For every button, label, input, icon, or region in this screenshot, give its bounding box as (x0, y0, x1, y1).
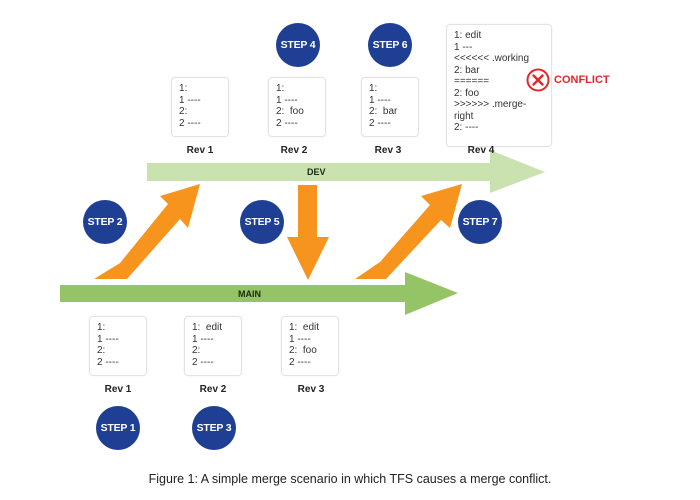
card-line: 1: (369, 83, 378, 94)
dev-rev3-label: Rev 3 (374, 145, 402, 156)
step-3-badge: STEP 3 (192, 406, 236, 450)
main-rev2-card: 1: edit 1 ---- 2: 2 ---- (184, 316, 242, 376)
card-line: 2: foo (276, 106, 304, 117)
card-line: 1: (276, 83, 285, 94)
dev-rev1-card: 1: 1 ---- 2: 2 ---- (171, 77, 229, 137)
card-line: 1 ---- (289, 333, 311, 345)
x-circle-icon (526, 68, 550, 92)
step-6-badge: STEP 6 (368, 23, 412, 67)
card-line: 2 ---- (276, 117, 298, 129)
card-line: 2: (179, 106, 188, 117)
card-line: 1: edit (289, 322, 320, 333)
card-line: 1 ---- (276, 94, 298, 106)
card-line: 2 ---- (179, 117, 201, 129)
card-line: <<<<<< .working (454, 53, 530, 64)
dev-rev2-card: 1: 1 ---- 2: foo 2 ---- (268, 77, 326, 137)
step-4-badge: STEP 4 (276, 23, 320, 67)
card-line: 1 ---- (179, 94, 201, 106)
dev-branch-arrow (147, 150, 545, 193)
card-line: 1: edit (192, 322, 223, 333)
main-rev2-label: Rev 2 (199, 384, 227, 395)
dev-rev4-label: Rev 4 (467, 145, 495, 156)
step-1-badge: STEP 1 (96, 406, 140, 450)
card-line: >>>>>> .merge- (454, 99, 527, 110)
step-7-badge: STEP 7 (458, 200, 502, 244)
card-line: 1 ---- (369, 94, 391, 106)
dev-rev3-card: 1: 1 ---- 2: bar 2 ---- (361, 77, 419, 137)
card-line: 2: ---- (454, 122, 479, 133)
merge-arrow-main-to-dev-2 (355, 184, 462, 279)
card-line: right (454, 110, 474, 122)
card-line: 1: (97, 322, 106, 333)
card-line: 2 ---- (97, 356, 119, 368)
card-line: ====== (454, 76, 490, 87)
card-line: 2: foo (454, 87, 480, 99)
card-line: 2: bar (369, 106, 398, 117)
main-branch-label: MAIN (238, 289, 261, 299)
card-line: 2 ---- (192, 356, 214, 368)
merge-arrow-dev-to-main (287, 185, 329, 280)
card-line: 2: foo (289, 345, 317, 356)
card-line: 1 ---- (97, 333, 119, 345)
conflict-label: CONFLICT (554, 74, 610, 86)
main-rev1-card: 1: 1 ---- 2: 2 ---- (89, 316, 147, 376)
card-line: 1: edit (454, 30, 482, 41)
main-branch-arrow (60, 272, 458, 315)
card-line: 2 ---- (289, 356, 311, 368)
figure-caption: Figure 1: A simple merge scenario in whi… (148, 472, 552, 486)
merge-arrow-main-to-dev-1 (94, 184, 200, 279)
card-line: 1 --- (454, 41, 473, 53)
step-2-badge: STEP 2 (83, 200, 127, 244)
card-line: 2 ---- (369, 117, 391, 129)
card-line: 1 ---- (192, 333, 214, 345)
dev-branch-label: DEV (307, 167, 326, 177)
main-rev3-label: Rev 3 (297, 384, 325, 395)
card-line: 1: (179, 83, 188, 94)
card-line: 2: (192, 345, 201, 356)
card-line: 2: bar (454, 64, 480, 76)
dev-rev2-label: Rev 2 (280, 145, 308, 156)
dev-rev1-label: Rev 1 (186, 145, 214, 156)
main-rev1-label: Rev 1 (104, 384, 132, 395)
main-rev3-card: 1: edit 1 ---- 2: foo 2 ---- (281, 316, 339, 376)
card-line: 2: (97, 345, 106, 356)
step-5-badge: STEP 5 (240, 200, 284, 244)
conflict-marker: CONFLICT (526, 68, 610, 92)
